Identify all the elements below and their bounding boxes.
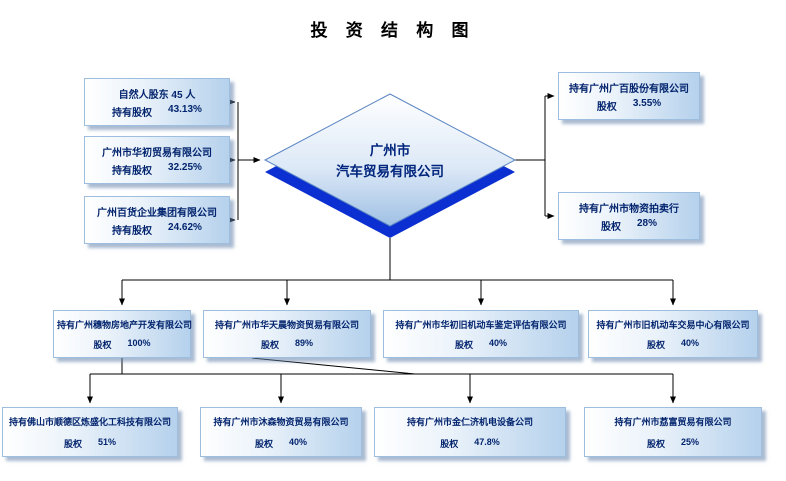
share-line: 股权 47.8% xyxy=(378,437,562,450)
left-connectors xyxy=(228,99,261,223)
company-name: 广州百货企业集团有限公司 xyxy=(97,208,217,219)
share-value: 40% xyxy=(681,338,700,348)
bottom-box-4: 持有广州市荔富贸易有限公司 股权 25% xyxy=(584,407,762,457)
left-box-2: 广州市华初贸易有限公司 持有股权 32.25% xyxy=(84,136,230,184)
share-line: 股权 40% xyxy=(592,338,754,351)
right-connectors xyxy=(515,93,555,219)
company-name: 持有广州市旧机动车交易中心有限公司 xyxy=(596,320,750,330)
share-line: 持有股权 43.13% xyxy=(88,104,226,119)
share-value: 100% xyxy=(127,338,151,348)
center-company-label: 广州市 汽车贸易有限公司 xyxy=(300,141,480,183)
share-label: 股权 xyxy=(254,439,273,449)
right-box-1: 持有广州广百股份有限公司 股权 3.55% xyxy=(558,72,700,120)
share-line: 股权 89% xyxy=(207,338,367,351)
share-value: 40% xyxy=(489,338,508,348)
share-label: 持有股权 xyxy=(112,108,153,119)
share-line: 股权 40% xyxy=(387,338,575,351)
share-line: 股权 51% xyxy=(6,437,174,450)
share-value: 40% xyxy=(289,437,308,447)
share-label: 股权 xyxy=(260,340,279,350)
share-line: 股权 28% xyxy=(562,218,696,233)
share-line: 股权 100% xyxy=(57,338,187,351)
share-value: 47.8% xyxy=(474,437,500,447)
bottom-row-connectors xyxy=(87,357,676,404)
share-value: 89% xyxy=(295,338,314,348)
center-company-line2: 汽车贸易有限公司 xyxy=(336,163,444,179)
left-box-3: 广州百货企业集团有限公司 持有股权 24.62% xyxy=(84,196,230,244)
share-label: 股权 xyxy=(600,222,621,233)
middle-box-3: 持有广州市华初旧机动车鉴定评估有限公司 股权 40% xyxy=(383,310,579,358)
right-box-2: 持有广州市物资拍卖行 股权 28% xyxy=(558,192,700,240)
bottom-box-3: 持有广州市金仁济机电设备公司 股权 47.8% xyxy=(374,407,566,457)
share-label: 持有股权 xyxy=(112,166,153,177)
company-name: 持有广州市物资拍卖行 xyxy=(579,204,679,215)
bottom-box-2: 持有广州市沐森物资贸易有限公司 股权 40% xyxy=(200,407,362,457)
share-value: 25% xyxy=(681,437,700,447)
share-line: 持有股权 24.62% xyxy=(88,222,226,237)
diamond-face xyxy=(263,93,517,227)
middle-box-2: 持有广州市华天晨物资贸易有限公司 股权 89% xyxy=(203,310,371,358)
company-name: 持有佛山市顺德区炼盛化工科技有限公司 xyxy=(8,417,171,427)
center-diamond xyxy=(263,93,517,238)
company-name: 广州市华初贸易有限公司 xyxy=(102,148,212,159)
share-label: 持有股权 xyxy=(112,226,153,237)
company-name: 持有广州市金仁济机电设备公司 xyxy=(406,417,533,427)
left-box-1: 自然人股东 45 人 持有股权 43.13% xyxy=(84,78,230,126)
company-name: 持有广州穗物房地产开发有限公司 xyxy=(57,320,193,330)
share-value: 3.55% xyxy=(632,98,662,109)
company-name: 持有广州市荔富贸易有限公司 xyxy=(614,417,732,427)
share-line: 持有股权 32.25% xyxy=(88,162,226,177)
share-line: 股权 25% xyxy=(588,437,758,450)
middle-box-1: 持有广州穗物房地产开发有限公司 股权 100% xyxy=(53,310,193,358)
share-label: 股权 xyxy=(646,439,665,449)
share-label: 股权 xyxy=(93,340,112,350)
share-value: 43.13% xyxy=(168,104,202,115)
share-label: 股权 xyxy=(440,439,459,449)
share-value: 32.25% xyxy=(168,162,202,173)
company-name: 持有广州广百股份有限公司 xyxy=(569,84,689,95)
bottom-box-1: 持有佛山市顺德区炼盛化工科技有限公司 股权 51% xyxy=(2,407,178,457)
share-line: 股权 3.55% xyxy=(562,98,696,113)
share-value: 24.62% xyxy=(168,222,202,233)
company-name: 自然人股东 45 人 xyxy=(118,90,196,101)
share-label: 股权 xyxy=(596,102,617,113)
middle-row-connectors xyxy=(119,238,676,306)
share-line: 股权 40% xyxy=(204,437,358,450)
share-label: 股权 xyxy=(646,340,665,350)
diagram-title: 投 资 结 构 图 xyxy=(310,21,476,40)
middle-box-4: 持有广州市旧机动车交易中心有限公司 股权 40% xyxy=(588,310,758,358)
company-name: 持有广州市华初旧机动车鉴定评估有限公司 xyxy=(395,320,567,330)
company-name: 持有广州市沐森物资贸易有限公司 xyxy=(213,417,349,427)
center-company-line1: 广州市 xyxy=(369,143,411,158)
share-value: 28% xyxy=(636,218,657,229)
share-label: 股权 xyxy=(63,439,82,449)
share-value: 51% xyxy=(98,437,117,447)
company-name: 持有广州市华天晨物资贸易有限公司 xyxy=(214,320,359,330)
share-label: 股权 xyxy=(454,340,473,350)
